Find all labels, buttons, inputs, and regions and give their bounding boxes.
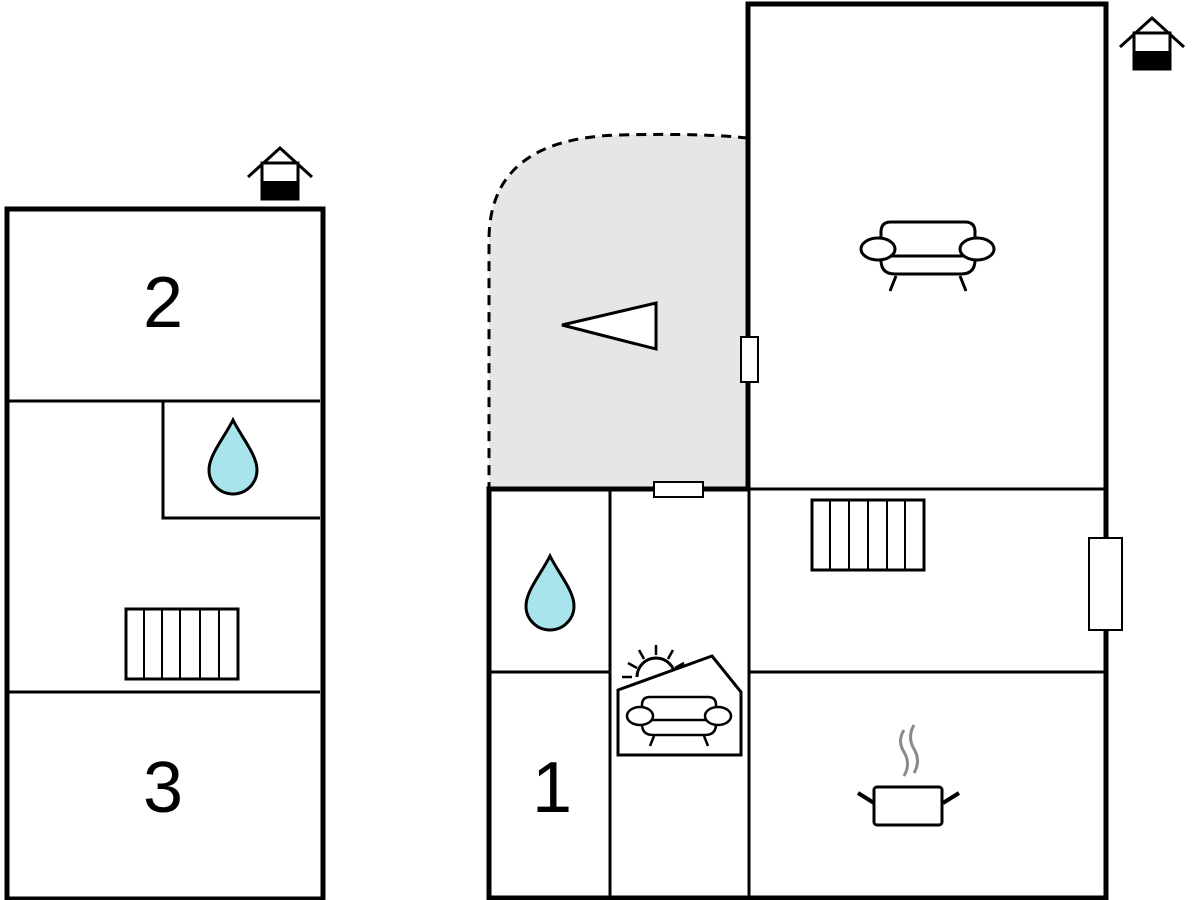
right-building: 1	[486, 1, 1186, 900]
sofa-icon	[859, 220, 996, 292]
right-building-outline	[486, 1, 1109, 900]
radiator-icon	[810, 498, 926, 572]
bathroom-wall	[161, 401, 320, 520]
cooking-pot-icon	[856, 724, 961, 827]
room-2-label: 2	[143, 263, 183, 343]
house-floor-icon	[1118, 15, 1186, 71]
radiator-icon	[124, 607, 240, 681]
terrace-dashed-edge	[487, 132, 749, 489]
room-1-label: 1	[532, 748, 572, 828]
water-drop-icon	[524, 552, 576, 632]
left-building: 2 3	[4, 145, 326, 900]
sofa-icon	[625, 695, 733, 747]
window-icon	[653, 481, 704, 498]
window-icon	[1088, 537, 1123, 631]
left-building-outline	[4, 206, 326, 900]
water-drop-icon	[207, 416, 259, 496]
terrace-direction-icon	[561, 301, 658, 351]
house-floor-icon	[246, 145, 314, 201]
window-icon	[740, 336, 759, 383]
room-3-label: 3	[143, 748, 183, 828]
